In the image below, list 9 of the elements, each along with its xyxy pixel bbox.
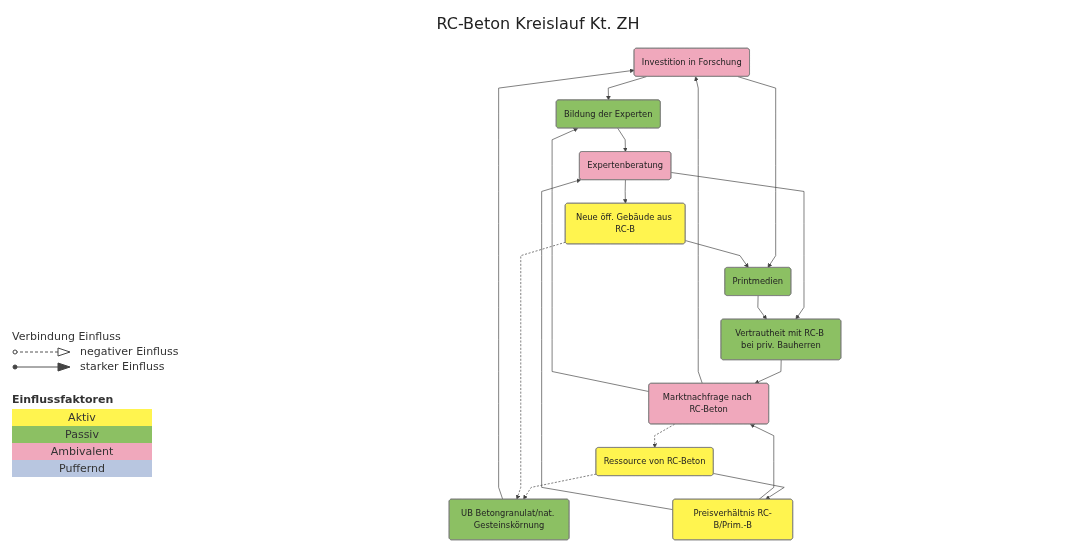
legend-text: starker Einfluss	[80, 360, 165, 373]
legend-swatch: Puffernd	[12, 460, 152, 477]
legend-heading: Verbindung Einfluss	[12, 330, 122, 343]
legend-text: negativer Einfluss	[80, 345, 179, 358]
legend-title: Einflussfaktoren	[12, 393, 115, 406]
legend-swatch: Ambivalent	[12, 443, 152, 460]
legend-swatch: Passiv	[12, 426, 152, 443]
legend-swatch: Aktiv	[12, 409, 152, 426]
diagram-title: RC-Beton Kreislauf Kt. ZH	[435, 14, 641, 33]
